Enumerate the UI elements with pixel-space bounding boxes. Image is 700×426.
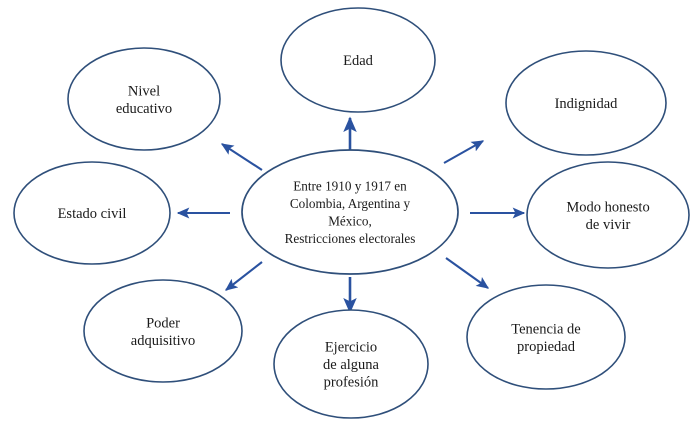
node-poder-adquisitivo[interactable]: Poder adquisitivo [83, 279, 243, 383]
node-indignidad[interactable]: Indignidad [505, 50, 667, 156]
label-line-ejercicio-profesion-2: de alguna [323, 357, 380, 373]
ellipse-nivel-educativo [67, 47, 221, 151]
ellipse-ejercicio-profesion [273, 309, 429, 419]
arrow-to-nivel-educativo [220, 143, 263, 171]
label-line-indignidad-1: Indignidad [555, 96, 619, 112]
label-indignidad: Indignidad [555, 96, 619, 112]
ellipse-poder-adquisitivo [83, 279, 243, 383]
arrow-to-poder-adquisitivo [225, 261, 263, 291]
label-line-ejercicio-profesion-1: Ejercicio [325, 340, 377, 356]
ellipse-indignidad [505, 50, 667, 156]
node-center[interactable]: Entre 1910 y 1917 en Colombia, Argentina … [241, 149, 459, 275]
label-nivel-educativo: Nivel educativo [116, 83, 172, 117]
label-line-nivel-educativo-1: Nivel [128, 83, 160, 99]
label-estado-civil: Estado civil [58, 206, 127, 222]
ellipse-edad [280, 7, 436, 113]
label-line-poder-adquisitivo-1: Poder [146, 315, 180, 331]
label-line-center-2: Colombia, Argentina y [290, 196, 411, 211]
ellipse-tenencia-propiedad [466, 284, 626, 390]
node-estado-civil[interactable]: Estado civil [13, 161, 171, 265]
label-center: Entre 1910 y 1917 en Colombia, Argentina … [285, 178, 416, 246]
label-line-center-4: Restricciones electorales [285, 231, 416, 246]
arrow-to-tenencia-propiedad [445, 257, 490, 289]
label-line-poder-adquisitivo-2: adquisitivo [131, 333, 195, 349]
label-line-nivel-educativo-2: educativo [116, 101, 172, 117]
arrow-to-indignidad [443, 140, 485, 164]
ellipse-center [241, 149, 459, 275]
label-line-modo-honesto-2: de vivir [586, 217, 631, 233]
node-tenencia-propiedad[interactable]: Tenencia de propiedad [466, 284, 626, 390]
label-line-tenencia-propiedad-1: Tenencia de [511, 321, 580, 337]
node-edad[interactable]: Edad [280, 7, 436, 113]
node-modo-honesto[interactable]: Modo honesto de vivir [526, 161, 690, 269]
label-tenencia-propiedad: Tenencia de propiedad [511, 321, 580, 355]
label-edad: Edad [343, 53, 374, 69]
label-line-modo-honesto-1: Modo honesto [566, 199, 649, 215]
ellipse-estado-civil [13, 161, 171, 265]
label-line-ejercicio-profesion-3: profesión [324, 375, 380, 391]
ellipse-modo-honesto [526, 161, 690, 269]
label-modo-honesto: Modo honesto de vivir [566, 199, 649, 233]
label-line-center-1: Entre 1910 y 1917 en [293, 178, 407, 193]
node-nivel-educativo[interactable]: Nivel educativo [67, 47, 221, 151]
label-poder-adquisitivo: Poder adquisitivo [131, 315, 195, 349]
label-line-estado-civil-1: Estado civil [58, 206, 127, 222]
label-line-center-3: México, [328, 213, 372, 228]
label-line-tenencia-propiedad-2: propiedad [517, 339, 576, 355]
label-line-edad-1: Edad [343, 53, 374, 69]
